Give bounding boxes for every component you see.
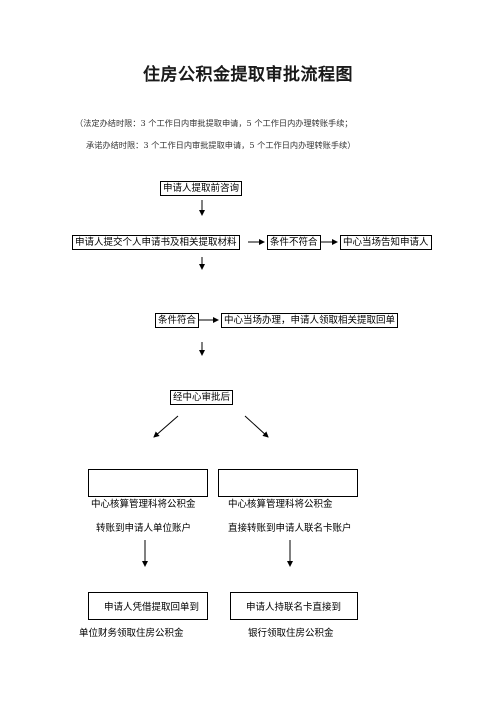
right-result-box (230, 592, 358, 620)
arrow-to-left-branch (153, 415, 179, 438)
right-result-line1: 申请人持联名卡直接到 (246, 602, 342, 613)
arrow-to-right-branch (244, 415, 269, 438)
right-branch-line2: 直接转账到申请人联名卡账户 (228, 523, 352, 534)
left-branch-box (88, 469, 208, 497)
left-branch-line2: 转账到申请人单位账户 (96, 523, 192, 534)
left-result-line1: 申请人凭借提取回单到 (104, 602, 200, 613)
left-result-box (88, 592, 208, 620)
left-branch-line1: 中心核算管理科将公积金 (91, 499, 196, 510)
right-branch-box (218, 469, 358, 497)
time-limit-note-legal: （法定办结时限：3 个工作日内审批提取申请，5 个工作日内办理转账手续； (75, 118, 353, 128)
step-submit-box: 申请人提交个人申请书及相关提取材料 (72, 235, 240, 250)
time-limit-note-promised: 承诺办结时限：3 个工作日内审批提取申请，5 个工作日内办理转账手续） (86, 140, 356, 150)
left-result-line2: 单位财务领取住房公积金 (79, 628, 184, 639)
notify-applicant-box: 中心当场告知申请人 (340, 235, 432, 250)
condition-not-meet-box: 条件不符合 (267, 235, 321, 250)
after-review-box: 经中心审批后 (170, 390, 234, 405)
page-title: 住房公积金提取审批流程图 (143, 65, 353, 85)
onspot-processing-box: 中心当场办理，申请人领取相关提取回单 (221, 313, 399, 328)
step-consult-box: 申请人提取前咨询 (160, 181, 243, 196)
condition-meet-box: 条件符合 (155, 313, 200, 328)
right-branch-line1: 中心核算管理科将公积金 (228, 499, 333, 510)
right-result-line2: 银行领取住房公积金 (248, 628, 334, 639)
